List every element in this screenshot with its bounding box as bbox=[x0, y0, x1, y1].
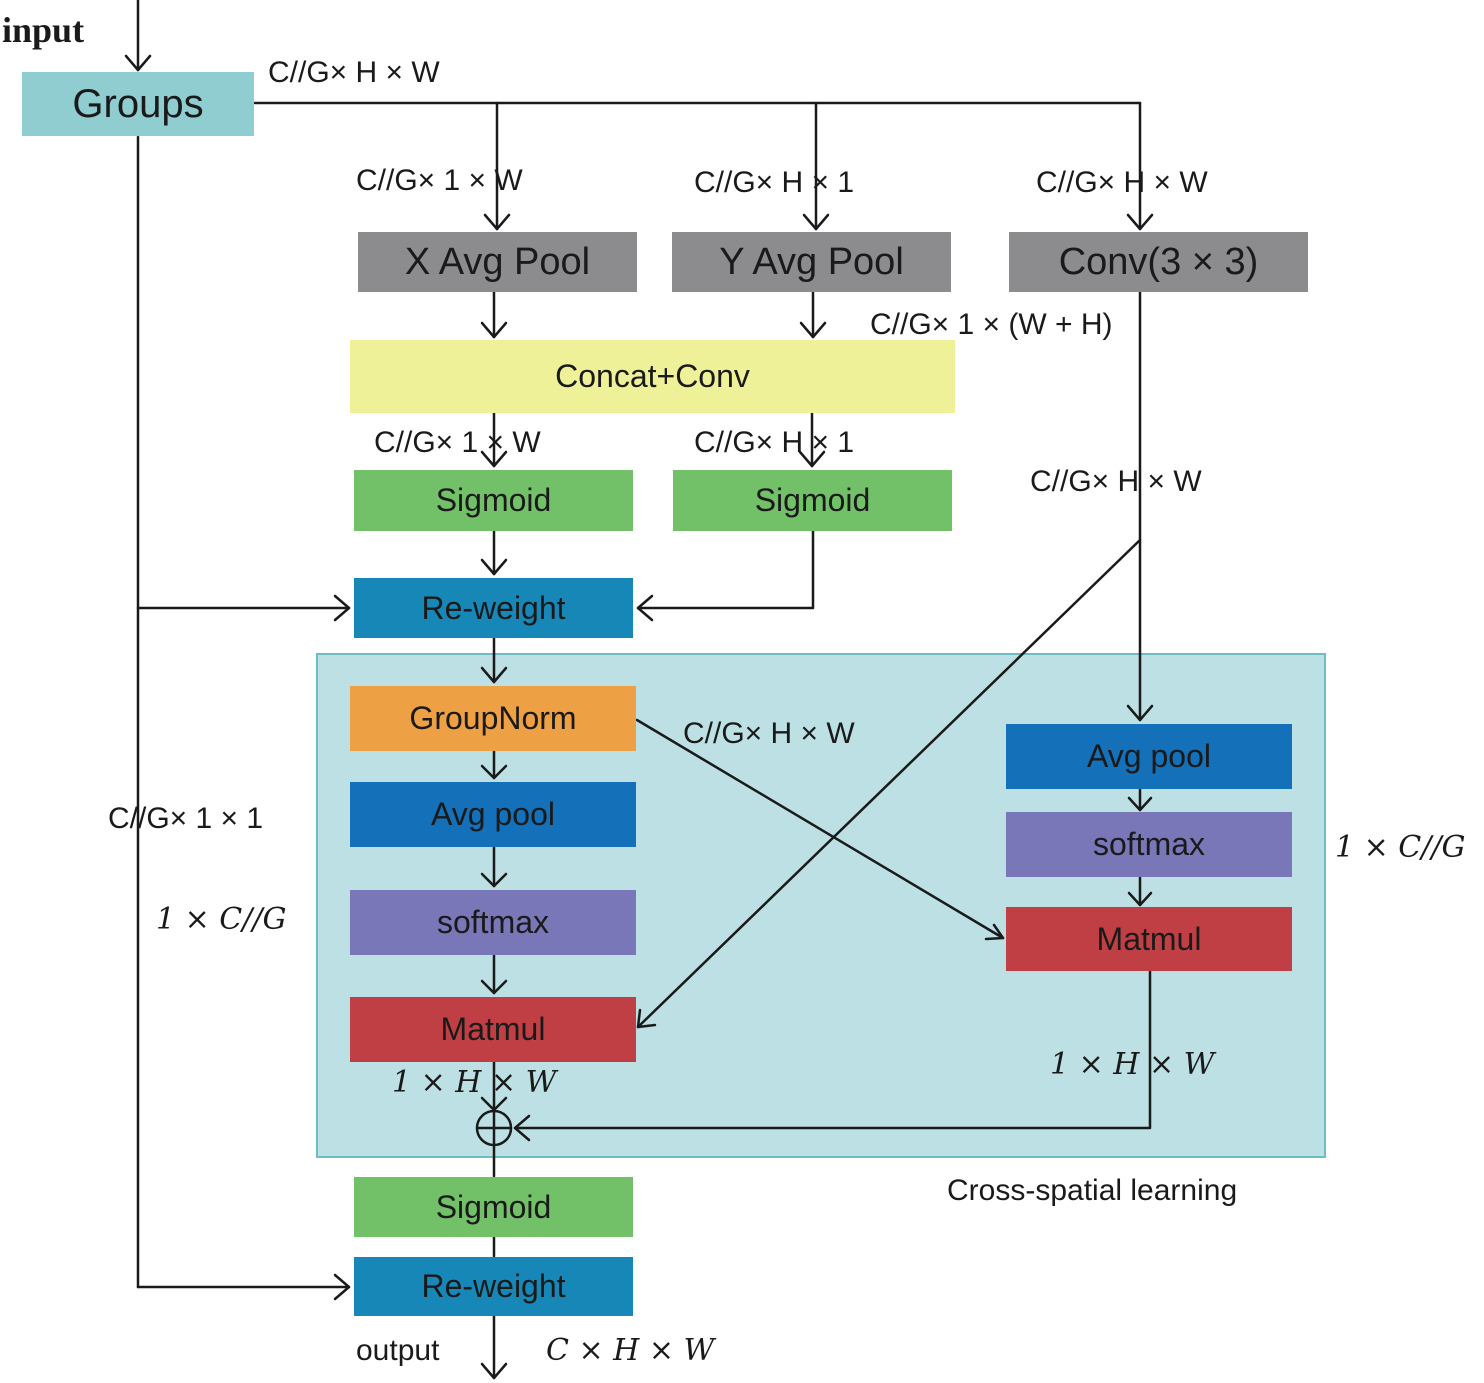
panel-caption: Cross-spatial learning bbox=[947, 1174, 1238, 1207]
groupnorm-block: GroupNorm bbox=[350, 686, 636, 751]
add-symbol bbox=[475, 1109, 513, 1147]
x-avg-pool-block: X Avg Pool bbox=[358, 232, 637, 292]
matmul-left-block: Matmul bbox=[350, 997, 636, 1062]
arrowhead bbox=[124, 54, 152, 72]
sigmoid-y-block: Sigmoid bbox=[673, 470, 952, 531]
reweight-top-block: Re-weight bbox=[354, 578, 633, 638]
dim-y-sigmoid-in: C//G× H × 1 bbox=[694, 426, 855, 459]
dim-x-pool-in: C//G× 1 × W bbox=[356, 164, 523, 197]
avg-pool-right-block: Avg pool bbox=[1006, 724, 1292, 789]
dim-right-softmax-out: 1 × C//G bbox=[1335, 830, 1466, 865]
dim-conv-in: C//G× H × W bbox=[1036, 166, 1208, 199]
output-label: output bbox=[356, 1334, 440, 1367]
sigmoid-x-block: Sigmoid bbox=[354, 470, 633, 531]
dim-left-matmul-out: 1 × H × W bbox=[392, 1065, 557, 1100]
groups-block: Groups bbox=[22, 72, 254, 136]
dim-right-matmul-out: 1 × H × W bbox=[1050, 1047, 1215, 1082]
y-avg-pool-block: Y Avg Pool bbox=[672, 232, 951, 292]
avg-pool-left-block: Avg pool bbox=[350, 782, 636, 847]
reweight-bottom-block: Re-weight bbox=[354, 1257, 633, 1316]
dim-x-sigmoid-in: C//G× 1 × W bbox=[374, 426, 541, 459]
concat-conv-block: Concat+Conv bbox=[350, 340, 955, 413]
dim-groups-out: C//G× H × W bbox=[268, 56, 440, 89]
dim-conv-out: C//G× H × W bbox=[1030, 465, 1202, 498]
dim-concat-in: C//G× 1 × (W + H) bbox=[870, 308, 1113, 341]
matmul-right-block: Matmul bbox=[1006, 907, 1292, 971]
dim-groupnorm-out: C//G× H × W bbox=[683, 717, 855, 750]
conv-block: Conv(3 × 3) bbox=[1009, 232, 1308, 292]
input-label: input bbox=[2, 10, 85, 50]
softmax-right-block: softmax bbox=[1006, 812, 1292, 877]
sigmoid-bottom-block: Sigmoid bbox=[354, 1177, 633, 1237]
softmax-left-block: softmax bbox=[350, 890, 636, 955]
dim-left-pool-out: C//G× 1 × 1 bbox=[108, 802, 264, 835]
dim-final-out: C × H × W bbox=[546, 1333, 715, 1368]
dim-left-softmax-out: 1 × C//G bbox=[156, 902, 287, 937]
dim-y-pool-in: C//G× H × 1 bbox=[694, 166, 855, 199]
